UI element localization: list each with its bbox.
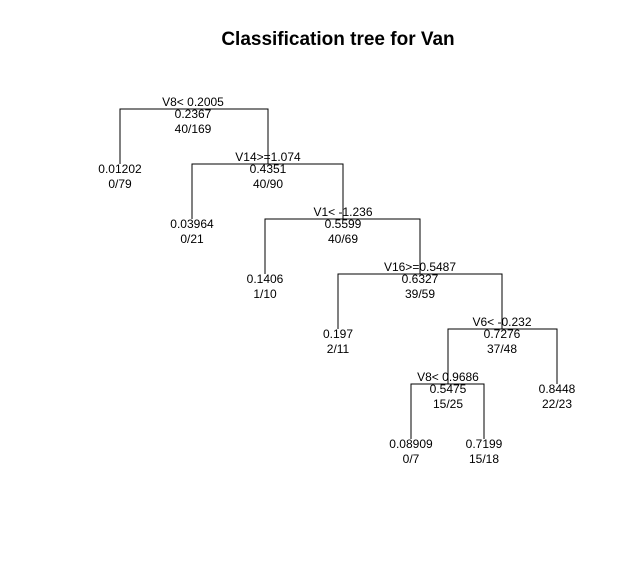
probability-label: 0.01202 — [98, 162, 142, 176]
probability-label: 0.197 — [323, 327, 353, 341]
count-label: 40/90 — [253, 177, 283, 191]
probability-label: 0.4351 — [250, 162, 287, 176]
count-label: 40/69 — [328, 232, 358, 246]
count-label: 2/11 — [327, 342, 350, 356]
probability-label: 0.2367 — [175, 107, 212, 121]
tree-edge-n6 — [337, 273, 503, 329]
probability-label: 0.7276 — [484, 327, 521, 341]
split-label: V1< -1.236 — [313, 205, 372, 219]
split-label: V6< -0.232 — [472, 315, 531, 329]
split-label: V8< 0.9686 — [417, 370, 479, 384]
tree-edge-n9 — [410, 383, 485, 439]
probability-label: 0.8448 — [539, 382, 576, 396]
probability-label: 0.7199 — [466, 437, 503, 451]
probability-label: 0.03964 — [170, 217, 214, 231]
probability-label: 0.6327 — [402, 272, 439, 286]
split-label: V16>=0.5487 — [384, 260, 456, 274]
count-label: 39/59 — [405, 287, 435, 301]
count-label: 0/7 — [403, 452, 420, 466]
count-label: 1/10 — [253, 287, 277, 301]
probability-label: 0.08909 — [389, 437, 433, 451]
tree-edge-root — [119, 108, 269, 164]
split-label: V14>=1.074 — [235, 150, 301, 164]
count-label: 15/25 — [433, 397, 463, 411]
count-label: 0/21 — [180, 232, 204, 246]
probability-label: 0.5475 — [430, 382, 467, 396]
tree-edge-n8 — [447, 328, 558, 384]
count-label: 40/169 — [175, 122, 212, 136]
count-label: 22/23 — [542, 397, 572, 411]
probability-label: 0.1406 — [247, 272, 284, 286]
count-label: 15/18 — [469, 452, 499, 466]
split-label: V8< 0.2005 — [162, 95, 224, 109]
tree-edge-n2 — [191, 163, 344, 219]
tree-edge-n4 — [264, 218, 421, 274]
probability-label: 0.5599 — [325, 217, 362, 231]
count-label: 0/79 — [108, 177, 132, 191]
count-label: 37/48 — [487, 342, 517, 356]
chart-title: Classification tree for Van — [221, 29, 455, 50]
